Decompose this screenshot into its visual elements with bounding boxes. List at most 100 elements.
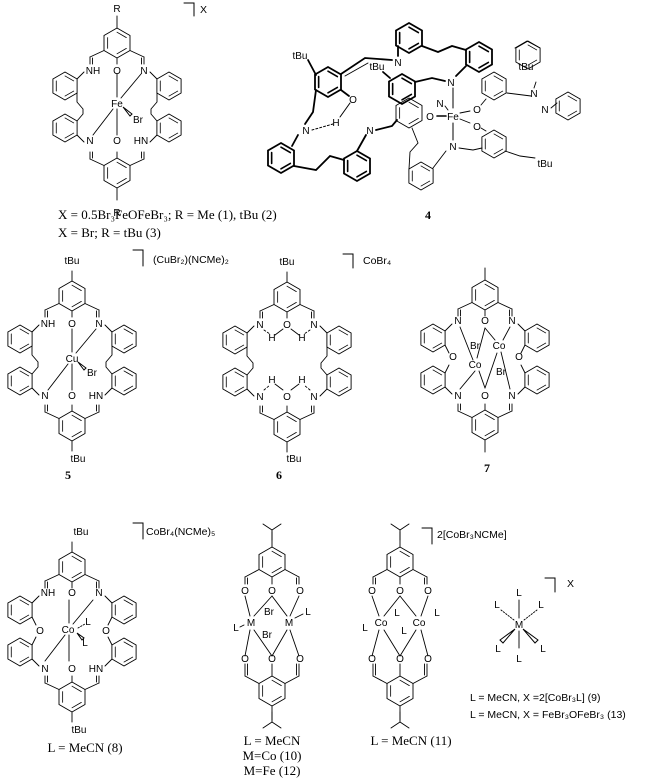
bond — [383, 629, 401, 657]
ligand-l: L — [516, 588, 522, 599]
benzene-ring — [395, 97, 423, 129]
bond — [123, 614, 134, 621]
atom-top: N — [508, 316, 515, 327]
compound-number: 7 — [484, 461, 490, 475]
atom-n: N — [394, 58, 401, 69]
bond — [303, 329, 311, 335]
atom-top: N — [256, 320, 263, 331]
wedge-bond — [499, 628, 516, 644]
bond — [71, 430, 82, 438]
bond — [504, 150, 536, 159]
benzene-ring — [481, 71, 507, 101]
substituent-r-bottom: R — [113, 208, 120, 219]
bond — [408, 26, 420, 34]
bond — [290, 328, 300, 336]
bond — [459, 110, 471, 114]
atom-bottom: N — [310, 392, 317, 403]
metal-co: Co — [413, 618, 426, 629]
atom-o-top: O — [68, 588, 76, 599]
bond — [123, 385, 134, 392]
metal-co: Co — [62, 625, 75, 636]
bond — [338, 386, 349, 393]
bond — [399, 523, 410, 531]
bond — [420, 595, 429, 617]
bond — [342, 253, 354, 269]
bond — [320, 346, 328, 376]
atom-o-top: O — [268, 586, 276, 597]
substituent-r-top: R — [113, 4, 120, 15]
caption-line: L = MeCN, X = FeBr₃OFeBr₃ (13) — [470, 709, 626, 721]
bond — [303, 384, 311, 391]
bond — [294, 613, 304, 619]
bond — [432, 327, 443, 334]
bond — [246, 346, 254, 376]
bridge-o: O — [515, 352, 523, 363]
bond — [484, 283, 495, 291]
bond — [399, 695, 410, 703]
atom-o: O — [426, 112, 434, 123]
bond — [311, 123, 334, 131]
bond — [457, 410, 473, 418]
atom-h: H — [332, 118, 339, 129]
bond — [71, 284, 82, 292]
bond — [432, 150, 447, 169]
bond — [284, 675, 300, 684]
bond — [168, 117, 179, 124]
atom-bottom: N — [256, 392, 263, 403]
bond — [506, 92, 532, 97]
bond — [75, 328, 97, 354]
bond — [514, 40, 541, 49]
atom-n-top: N — [140, 66, 147, 77]
bond — [19, 656, 30, 663]
bond — [289, 595, 300, 617]
bond — [536, 342, 547, 349]
bond — [520, 364, 526, 374]
bond — [444, 386, 453, 395]
bridge-o: O — [36, 626, 44, 637]
bond — [284, 569, 300, 578]
bond — [239, 624, 245, 628]
bond — [544, 577, 556, 593]
bond — [71, 701, 82, 709]
bond — [274, 328, 284, 336]
bond — [502, 326, 511, 341]
bond — [399, 721, 410, 729]
bond — [383, 595, 401, 617]
bond — [123, 370, 134, 377]
bond — [123, 656, 134, 663]
bond — [84, 682, 100, 690]
atom-n: N — [366, 126, 373, 137]
atom-o-bottom: O — [68, 664, 76, 675]
atom-o-bottom: O — [113, 136, 121, 147]
atom-n-top: N — [95, 319, 102, 330]
caption-line-1: X = 0.5Br₃FeOFeBr₃; R = Me (1), tBu (2) — [58, 207, 277, 222]
metal-m: M — [285, 618, 293, 629]
ligand-l: L — [233, 623, 239, 634]
atom-hn: HN — [89, 391, 103, 402]
wedge-bond — [522, 628, 539, 644]
bond — [291, 134, 299, 147]
bond — [44, 682, 60, 690]
bond — [412, 569, 428, 578]
bond — [493, 90, 504, 97]
bridging-br: Br — [264, 607, 275, 618]
bond — [19, 370, 30, 377]
bond — [84, 411, 100, 419]
bond — [244, 675, 260, 684]
bond — [421, 527, 433, 545]
bond — [372, 675, 388, 684]
atom-o-bottom: O — [368, 654, 376, 665]
bond — [432, 369, 443, 376]
counterion-x: X — [200, 4, 207, 16]
bond — [459, 118, 471, 124]
bond — [340, 89, 350, 97]
bond — [432, 342, 443, 349]
atom-nh: NH — [86, 66, 100, 77]
bond — [414, 77, 446, 83]
atom-bottom: H — [298, 375, 305, 386]
bond — [64, 90, 75, 97]
